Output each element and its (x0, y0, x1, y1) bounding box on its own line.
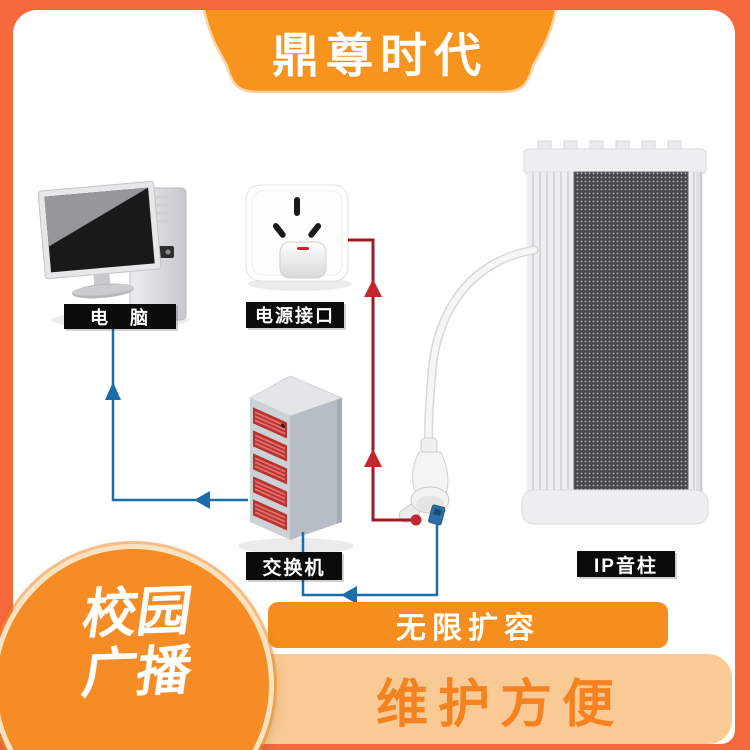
banner-ribbon (201, 2, 559, 94)
column-speaker-icon (521, 140, 709, 525)
speaker-cable-icon (398, 245, 539, 526)
feature-bar-easy-maintenance: 维护方便 (198, 654, 732, 744)
network-switch-icon (238, 375, 354, 554)
feature-bar1-text: 无限扩容 (396, 612, 540, 645)
badge-line2: 广播 (78, 641, 196, 706)
label-ip-speaker: IP音柱 (577, 551, 675, 577)
power-socket-icon (245, 184, 352, 291)
feature-bar-unlimited-expansion: 无限扩容 (268, 602, 668, 648)
label-switch: 交换机 (246, 552, 342, 580)
top-border-strip (0, 0, 750, 10)
feature-bar2-text: 维护方便 (375, 675, 624, 734)
badge-line1: 校园 (78, 581, 196, 645)
label-computer: 电 脑 (64, 304, 176, 329)
campus-broadcast-text: 校园 广播 (62, 581, 204, 706)
brand-title: 鼎尊时代 (272, 28, 488, 82)
label-power-interface: 电源接口 (246, 302, 344, 328)
